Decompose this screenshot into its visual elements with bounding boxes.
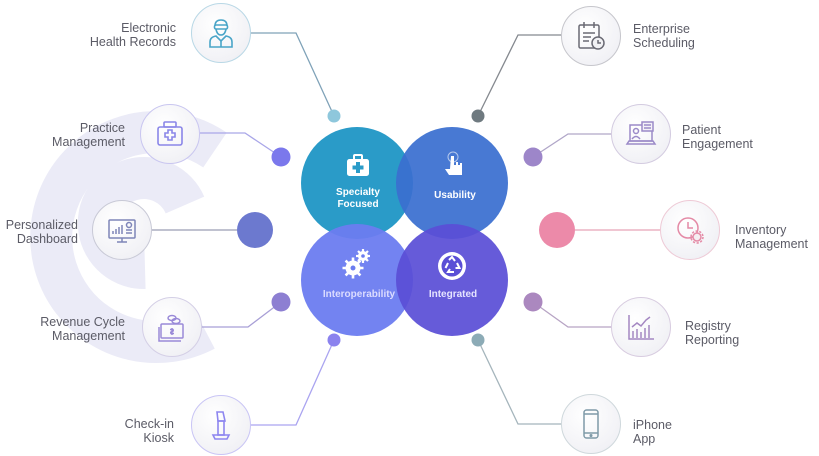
ehr-dot: [327, 109, 341, 123]
inventory-management-node[interactable]: [660, 200, 720, 260]
kiosk-icon: [211, 411, 231, 440]
doctor-icon: [209, 19, 233, 48]
check-in-kiosk-node[interactable]: [191, 395, 251, 455]
clock-gear-icon: [677, 217, 704, 244]
monitor-chart-icon: [108, 219, 136, 243]
first-aid-kit-icon: [347, 154, 369, 176]
medical-bag-icon: [157, 121, 183, 146]
recycle-icon: [438, 252, 466, 280]
growth-chart-icon: [628, 315, 654, 340]
practice-management-node[interactable]: [140, 104, 200, 164]
interoperability-label: Interoperability: [322, 289, 396, 300]
interoperability-circle: [301, 224, 413, 336]
enterprise-scheduling-node[interactable]: [561, 6, 621, 66]
integrated-label: Integrated: [428, 289, 478, 300]
money-icon: [158, 314, 184, 342]
registry-dot: [523, 292, 543, 312]
dashboard-dot: [237, 212, 273, 248]
specialty-focused-label: Specialty Focused: [336, 187, 380, 210]
iphone-app-node[interactable]: [561, 394, 621, 454]
revenue-cycle-node[interactable]: [142, 297, 202, 357]
scheduling-dot: [471, 109, 485, 123]
patient-engagement-node[interactable]: [611, 104, 671, 164]
ehr-node[interactable]: [191, 3, 251, 63]
laptop-user-icon: [625, 121, 657, 145]
registry-reporting-node[interactable]: [611, 297, 671, 357]
touch-hand-icon: [445, 151, 462, 175]
specialty-circle: [301, 127, 413, 239]
calendar-clock-icon: [578, 22, 605, 50]
revenue-dot: [271, 292, 291, 312]
iphone-dot: [471, 333, 485, 347]
personalized-dashboard-node[interactable]: [92, 200, 152, 260]
practice-dot: [271, 147, 291, 167]
smartphone-icon: [583, 409, 599, 439]
usability-label: Usability: [434, 190, 476, 201]
kiosk-dot: [327, 333, 341, 347]
inventory-dot: [539, 212, 575, 248]
gears-icon: [342, 249, 370, 279]
patient-dot: [523, 147, 543, 167]
usability-circle: [396, 127, 508, 239]
